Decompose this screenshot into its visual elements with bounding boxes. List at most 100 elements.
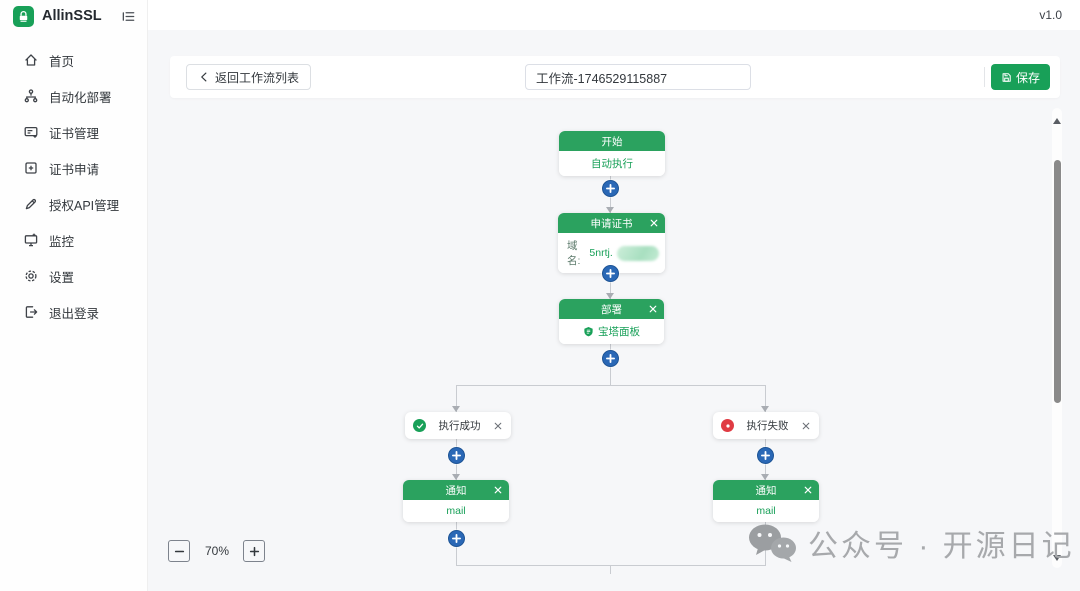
node-deploy-body: 宝塔面板: [559, 319, 664, 344]
plus-icon: [606, 354, 615, 363]
scrollbar-thumb[interactable]: [1054, 160, 1061, 403]
connector-arrow: [606, 293, 614, 299]
sidebar-item-label: 授权API管理: [49, 198, 120, 213]
connector-branch-line: [456, 385, 766, 386]
sidebar-item-monitor[interactable]: 监控: [0, 222, 147, 258]
add-node-button[interactable]: [602, 350, 619, 367]
sidebar-item-label: 首页: [49, 54, 75, 69]
close-icon[interactable]: [493, 421, 503, 431]
notify-channel: mail: [446, 505, 466, 517]
connector-arrow: [606, 207, 614, 213]
sidebar-item-label: 设置: [49, 270, 75, 285]
node-start-body: 自动执行: [559, 151, 665, 176]
add-node-button[interactable]: [602, 265, 619, 282]
add-node-button[interactable]: [448, 447, 465, 464]
plus-icon: [452, 534, 461, 543]
scroll-down-arrow[interactable]: [1053, 555, 1061, 561]
back-to-workflow-list-button[interactable]: 返回工作流列表: [186, 64, 312, 90]
node-title: 申请证书: [590, 217, 633, 230]
collapse-sidebar-icon[interactable]: [119, 7, 137, 25]
sidebar-item-logout[interactable]: 退出登录: [0, 294, 147, 330]
branch-fail[interactable]: 执行失败: [713, 412, 819, 439]
add-node-button[interactable]: [602, 180, 619, 197]
node-notify-success[interactable]: 通知 mail: [403, 480, 509, 522]
save-icon: [1002, 72, 1011, 82]
sidebar-item-home[interactable]: 首页: [0, 42, 147, 78]
sidebar-item-cert-manage[interactable]: 证书管理: [0, 114, 147, 150]
sidebar-item-api-auth[interactable]: 授权API管理: [0, 186, 147, 222]
node-apply-cert-body: 域名: 5nrtj.: [558, 233, 665, 273]
node-start-mode: 自动执行: [591, 158, 633, 170]
close-icon[interactable]: [801, 421, 811, 431]
workflow-name-input[interactable]: [525, 64, 751, 90]
node-deploy-header: 部署: [559, 299, 664, 319]
sidebar-item-label: 证书申请: [49, 162, 100, 177]
sidebar-item-auto-deploy[interactable]: 自动化部署: [0, 78, 147, 114]
sidebar-item-cert-apply[interactable]: 证书申请: [0, 150, 147, 186]
redacted-domain-blur: [616, 245, 659, 261]
toolbar-divider: [984, 67, 985, 87]
zoom-in-button[interactable]: [243, 540, 265, 562]
logo-row: AllinSSL: [0, 0, 147, 32]
save-button-label: 保存: [1015, 70, 1040, 85]
plus-icon: [606, 184, 615, 193]
watermark: 公众号 · 开源日记: [746, 521, 1075, 565]
save-button[interactable]: 保存: [990, 64, 1050, 90]
branch-label: 执行成功: [438, 420, 481, 432]
plus-icon: [761, 451, 770, 460]
close-icon[interactable]: [649, 218, 659, 228]
deploy-flow-icon: [23, 88, 39, 104]
sidebar-item-label: 退出登录: [49, 306, 100, 321]
api-auth-icon: [23, 196, 39, 212]
connector-arrow: [761, 406, 769, 412]
logout-icon: [23, 304, 39, 320]
allinssl-logo-icon: [13, 5, 34, 27]
node-title: 通知: [755, 484, 777, 497]
workflow-toolbar: 返回工作流列表 保存: [170, 56, 1060, 98]
close-icon[interactable]: [803, 485, 813, 495]
node-notify-header: 通知: [403, 480, 509, 500]
plus-icon: [606, 269, 615, 278]
fail-status-icon: [721, 419, 734, 432]
branch-success[interactable]: 执行成功: [405, 412, 511, 439]
node-start[interactable]: 开始 自动执行: [559, 131, 665, 176]
scroll-up-arrow[interactable]: [1053, 118, 1061, 124]
node-title: 部署: [601, 303, 622, 316]
baota-panel-icon: [584, 327, 593, 337]
node-apply-cert-header: 申请证书: [558, 213, 665, 233]
connector-arrow: [452, 406, 460, 412]
node-title: 通知: [445, 484, 467, 497]
plus-icon: [249, 546, 259, 556]
monitor-icon: [23, 232, 39, 248]
node-apply-cert[interactable]: 申请证书 域名: 5nrtj.: [558, 213, 665, 273]
zoom-out-button[interactable]: [168, 540, 190, 562]
connector-line: [765, 385, 766, 412]
close-icon[interactable]: [493, 485, 503, 495]
connector-line: [610, 565, 611, 574]
node-notify-body: mail: [403, 500, 509, 522]
minus-icon: [174, 550, 184, 552]
add-node-button[interactable]: [448, 530, 465, 547]
topbar: v1.0: [148, 0, 1080, 30]
plus-icon: [761, 534, 770, 543]
node-notify-fail[interactable]: 通知 mail: [713, 480, 819, 522]
plus-icon: [452, 451, 461, 460]
domain-field-value: 5nrtj.: [589, 247, 613, 259]
workflow-canvas[interactable]: 返回工作流列表 保存 开始: [148, 30, 1080, 591]
deploy-target: 宝塔面板: [598, 326, 640, 338]
node-deploy[interactable]: 部署 宝塔面板: [559, 299, 664, 344]
version-label: v1.0: [1039, 8, 1062, 22]
sidebar-item-label: 监控: [49, 234, 75, 249]
certificate-apply-icon: [23, 160, 39, 176]
success-check-icon: [413, 419, 426, 432]
add-node-button[interactable]: [757, 447, 774, 464]
node-title: 开始: [601, 135, 623, 148]
zoom-level-label: 70%: [205, 544, 230, 558]
close-icon[interactable]: [648, 304, 658, 314]
add-node-button[interactable]: [757, 530, 774, 547]
node-notify-body: mail: [713, 500, 819, 522]
connector-arrow: [452, 474, 460, 480]
sidebar-item-settings[interactable]: 设置: [0, 258, 147, 294]
certificate-manage-icon: [23, 124, 39, 140]
sidebar: AllinSSL 首页 自动化部署 证书管理 证书申请: [0, 0, 148, 591]
